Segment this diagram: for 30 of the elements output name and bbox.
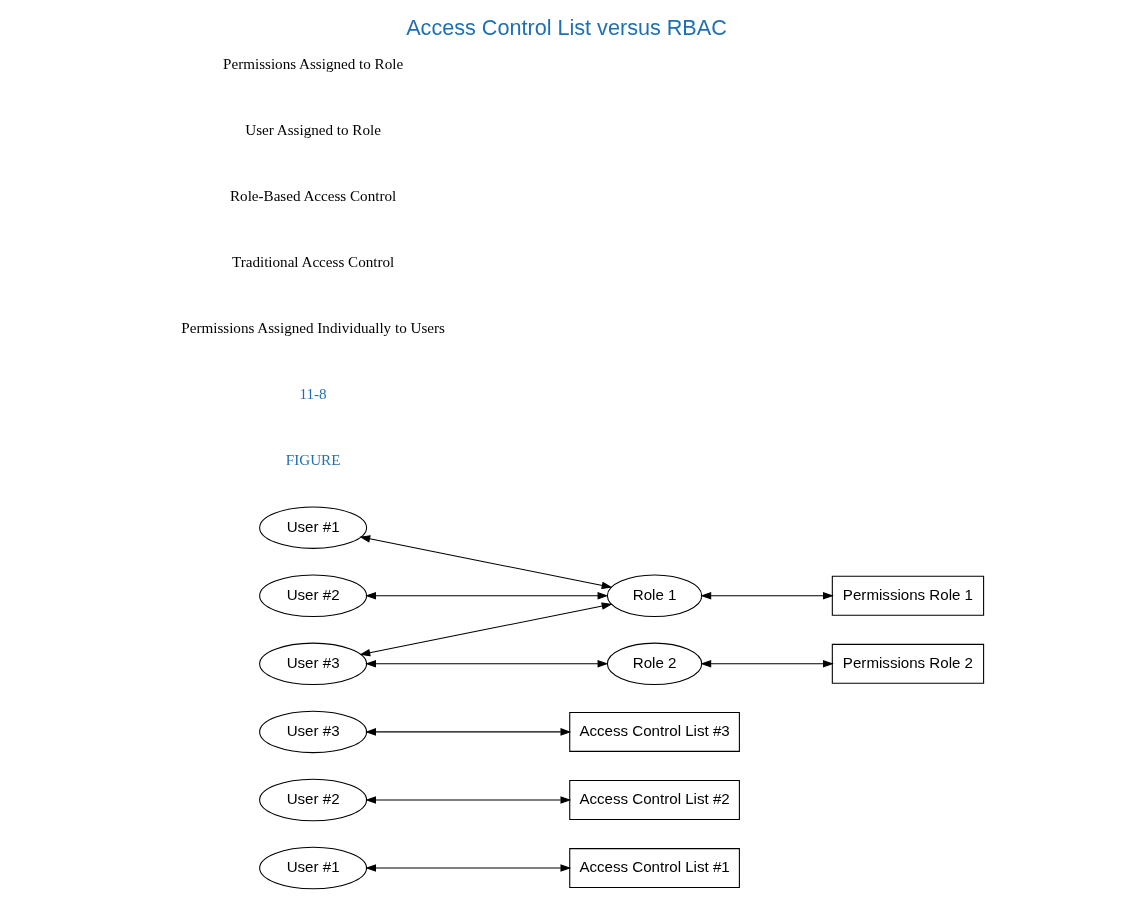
label: User Assigned to Role (245, 121, 381, 138)
node-ellipse: User #2 (259, 574, 368, 617)
arrow (365, 591, 609, 600)
arrow (365, 863, 572, 872)
arrow (365, 795, 572, 804)
node-box: Access Control List #2 (569, 779, 740, 820)
node-ellipse: Role 1 (606, 574, 703, 617)
node-ellipse: User #3 (259, 710, 368, 753)
label: Permissions Assigned to Role (223, 55, 404, 72)
node-ellipse: User #1 (259, 846, 368, 889)
node-ellipse: User #2 (259, 778, 368, 821)
label: Permissions Assigned Individually to Users (181, 319, 445, 336)
arrow (359, 601, 613, 656)
label: FIGURE (285, 451, 341, 468)
arrow (365, 727, 572, 736)
node-box: Access Control List #3 (569, 711, 740, 752)
arrow (700, 659, 834, 668)
node-box: Permissions Role 1 (831, 575, 985, 616)
label: 11-8 (299, 385, 327, 402)
node-ellipse: User #1 (259, 505, 368, 549)
node-ellipse: User #3 (259, 642, 368, 685)
label: Role-Based Access Control (230, 187, 397, 204)
arrow (700, 591, 834, 600)
arrow (365, 659, 609, 668)
node-ellipse: Role 2 (606, 642, 703, 685)
arrow (359, 534, 613, 589)
node-box: Permissions Role 2 (831, 643, 985, 684)
diagram-title: Access Control List versus RBAC (406, 14, 727, 40)
label: Traditional Access Control (231, 253, 395, 270)
node-box: Access Control List #1 (569, 847, 740, 888)
